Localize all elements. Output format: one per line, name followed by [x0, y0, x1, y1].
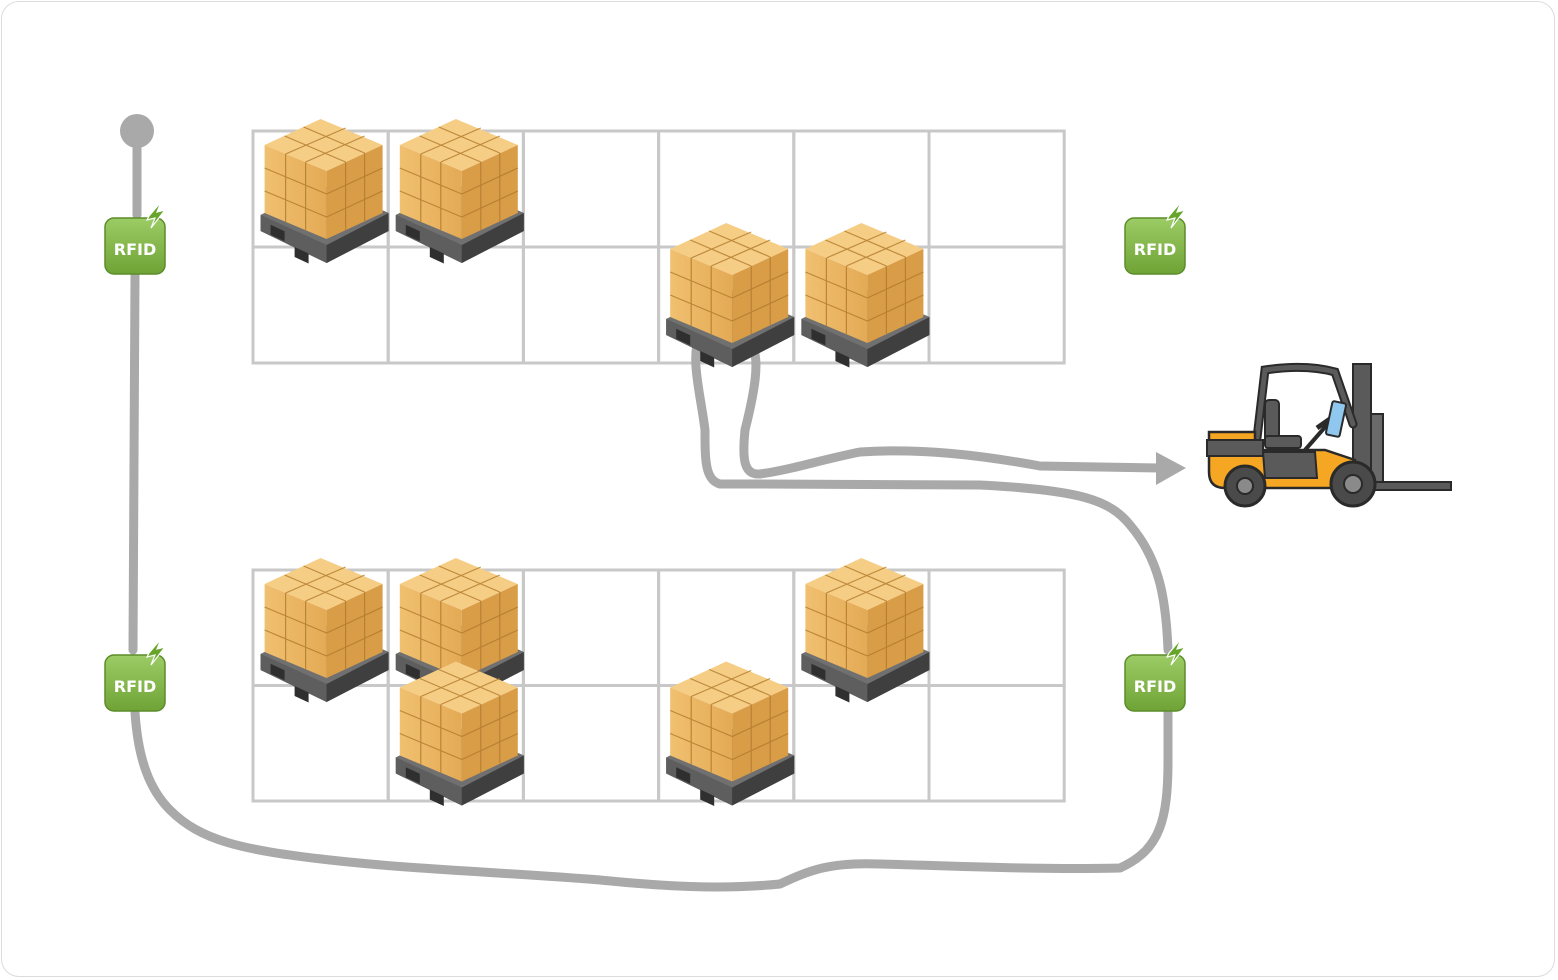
rack-slot — [927, 568, 1066, 687]
pallet-icon — [395, 660, 525, 807]
pallet-icon — [665, 660, 795, 807]
route-arrow-icon — [1156, 452, 1186, 485]
rfid-label: RFID — [114, 677, 156, 696]
rack-slot — [521, 129, 661, 249]
rfid-label: RFID — [1134, 240, 1176, 259]
rack-slot — [927, 684, 1066, 803]
rfid-layer: RFID RFID RFID RFID — [104, 201, 1186, 712]
rfid-reader-left-top: RFID — [104, 201, 166, 275]
pallet-icon — [260, 118, 390, 265]
rfid-label: RFID — [114, 240, 156, 259]
forklift-icon — [1206, 362, 1452, 508]
pallet-icon — [260, 557, 390, 704]
rack-slot — [251, 245, 390, 365]
pallet-icon — [665, 222, 795, 369]
pallet-icon — [800, 557, 931, 704]
rfid-reader-right-top: RFID — [1124, 201, 1186, 275]
rack-slot — [521, 684, 661, 803]
rack-slot — [927, 245, 1066, 365]
rfid-tag-icon — [1124, 638, 1186, 712]
pallet-icon — [395, 118, 525, 265]
rfid-reader-left-bottom: RFID — [104, 638, 166, 712]
rack-slot — [521, 568, 661, 687]
rack-slot — [927, 129, 1066, 249]
pallet-icon — [800, 222, 931, 369]
rfid-reader-right-bottom: RFID — [1124, 638, 1186, 712]
rack-slot — [792, 684, 931, 803]
path-start-point — [120, 114, 154, 148]
rack-slot — [251, 684, 390, 803]
rfid-tag-icon — [1124, 201, 1186, 275]
rfid-label: RFID — [1134, 677, 1176, 696]
rack-slot — [521, 245, 661, 365]
rack-slot — [386, 245, 525, 365]
path-layer — [120, 114, 1186, 892]
forklift-route-path — [128, 135, 1173, 892]
